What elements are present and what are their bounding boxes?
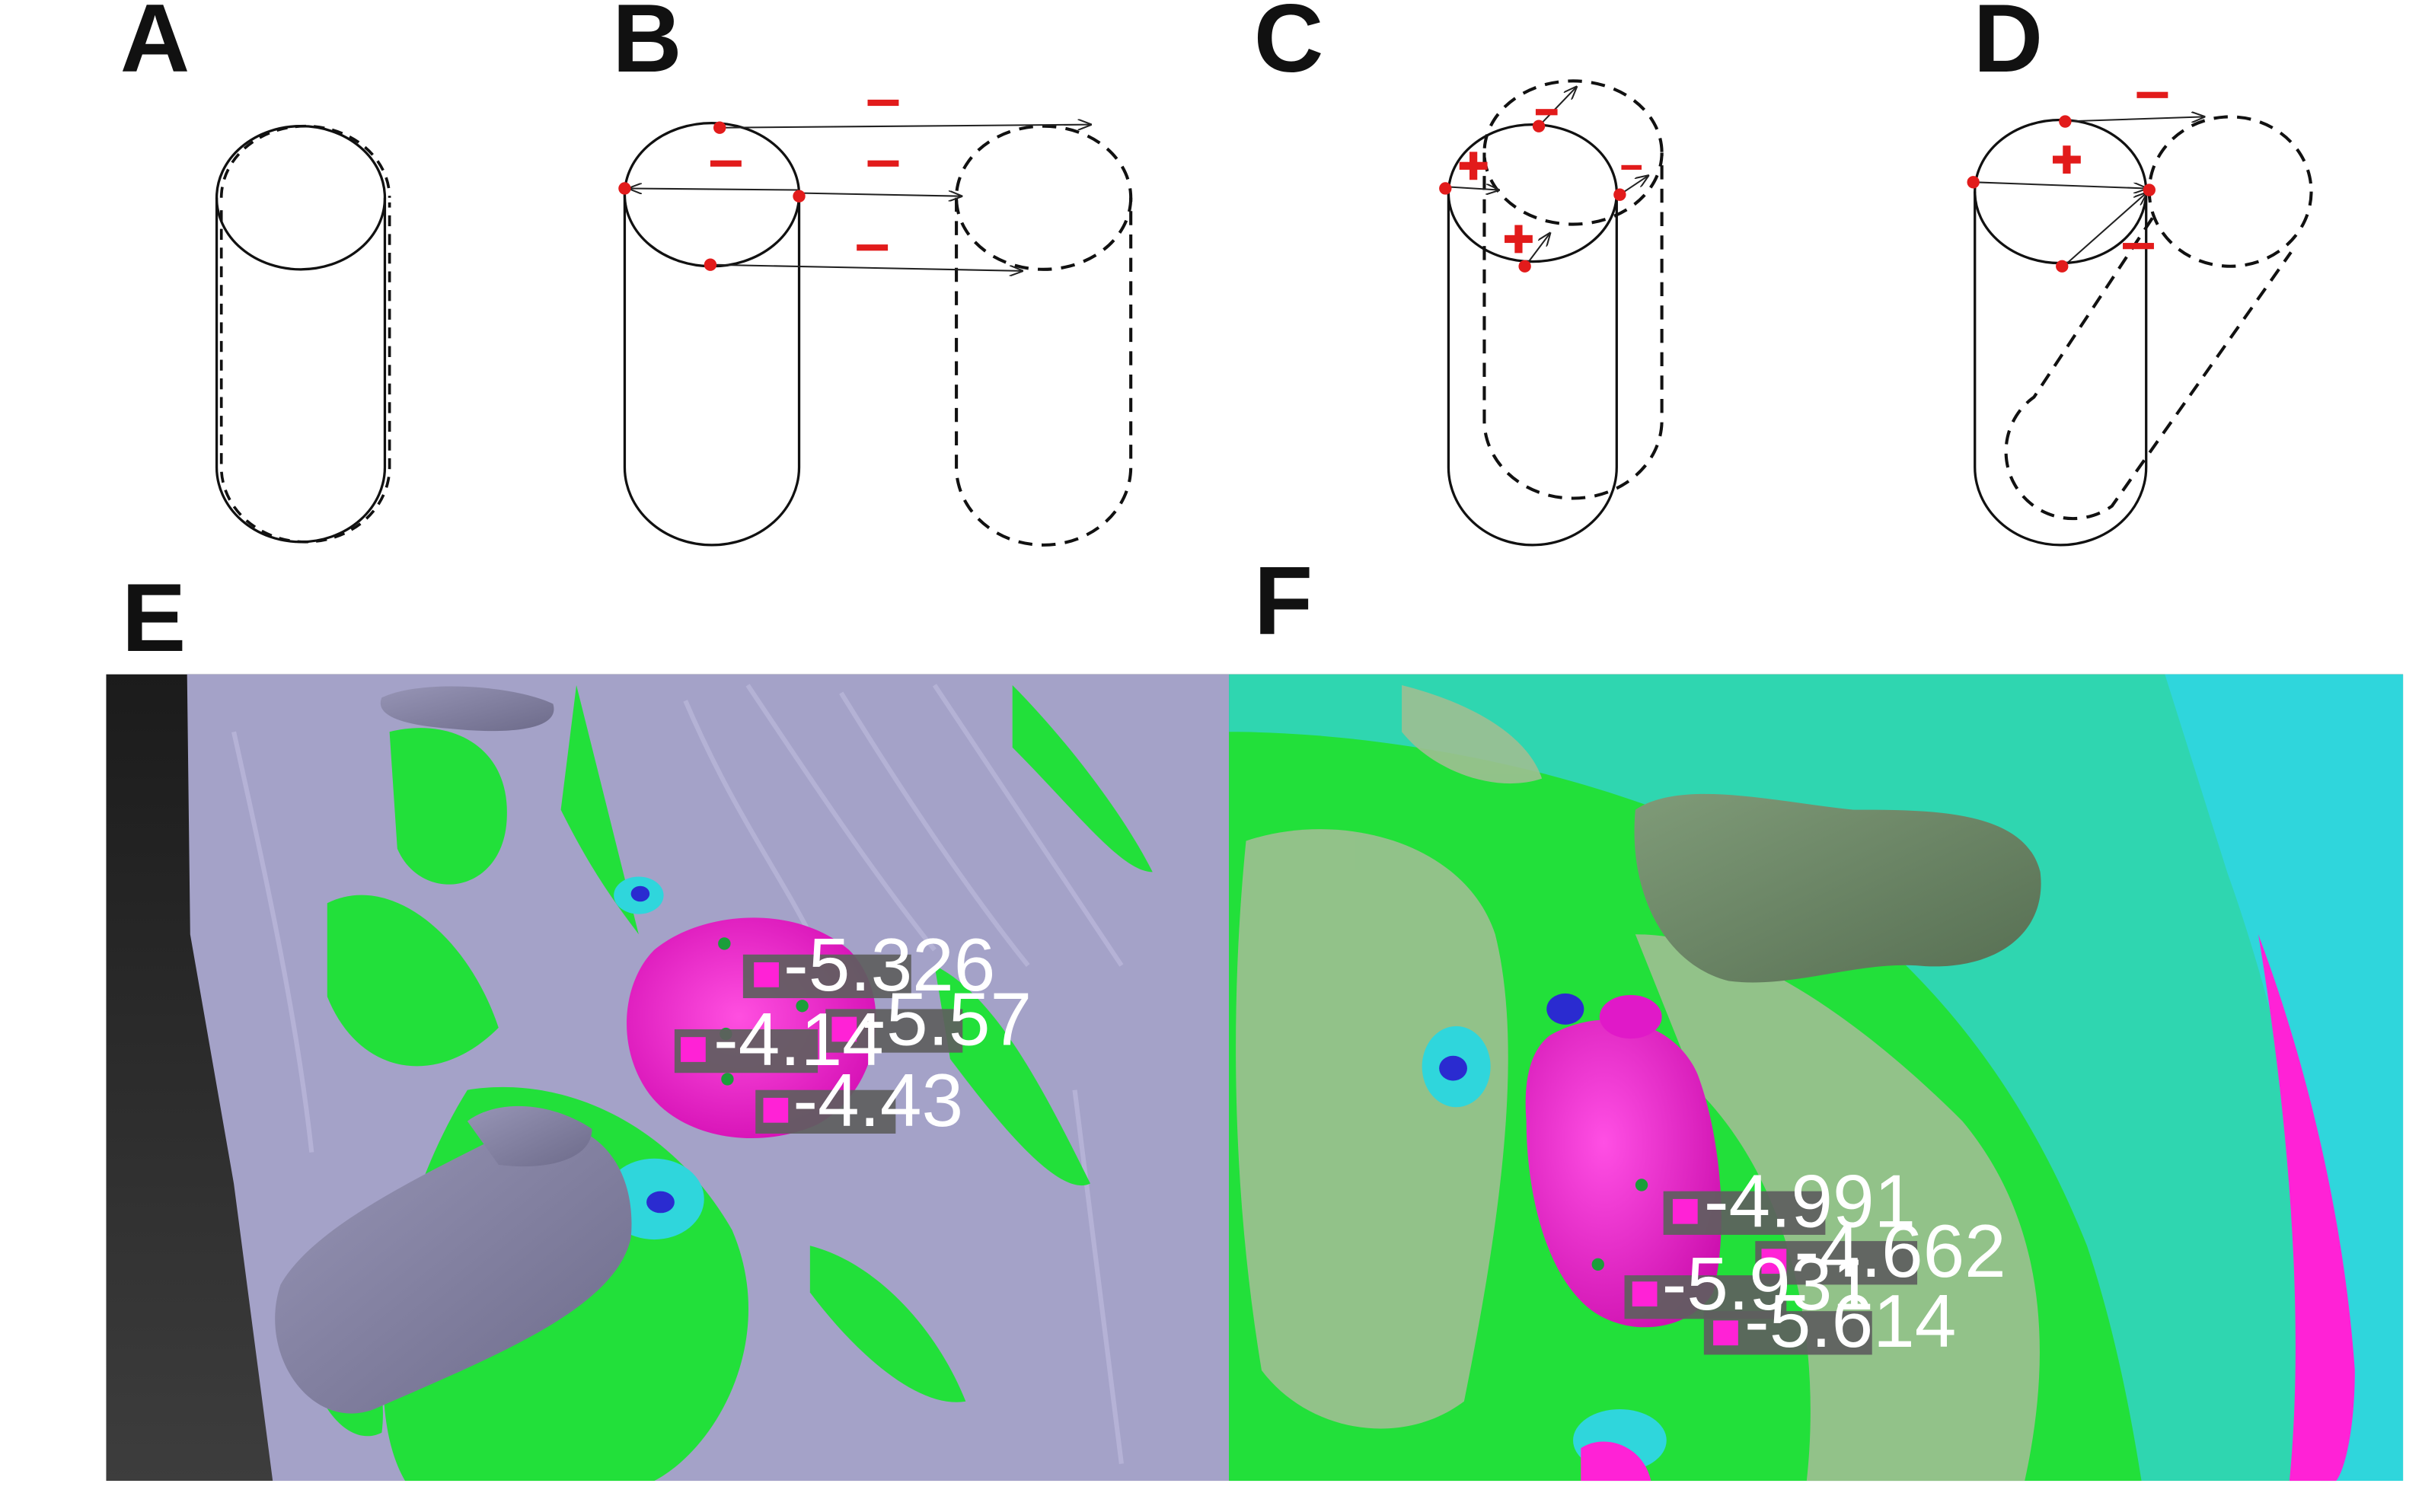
tooth-crown [1634,793,2041,983]
cylinder-planned [1482,79,1664,500]
panel-label-e: E [122,563,187,671]
measurement-value: -4.43 [793,1058,963,1142]
sample-points [1591,1179,1648,1271]
deviation-arrows [1448,88,1648,266]
panel-e-deviation-map: -5.326 -5.57 -4.14 -4.43 [106,674,1230,1482]
deviation-arrows [1974,116,2204,267]
measurement-value: -5.326 [783,923,995,1006]
blue-spots [1439,1055,1467,1081]
panel-a: A [120,0,391,544]
measurement-label-e3: -4.14 [674,997,884,1081]
reference-surface-regions [1236,684,2040,1482]
magenta-edge-band [1581,934,2355,1482]
measurement-label-e1: -5.326 [742,923,995,1006]
measurement-points [618,121,806,271]
cylinder-actual [623,121,801,547]
plus-signs [2052,145,2081,174]
panel-label-f: F [1254,546,1313,654]
panel-b: B [612,0,1133,547]
measurement-label-f4: -5.614 [1703,1279,1956,1363]
minus-signs [710,99,899,251]
cylinder-actual [1447,123,1618,547]
measurement-value: -4.662 [1794,1209,2006,1293]
tooth-crowns [275,686,632,1414]
measurement-value: -4.991 [1704,1160,1916,1243]
panel-label-a: A [120,0,190,92]
panel-c: C [1254,0,1664,547]
measurement-value: -5.614 [1744,1279,1956,1363]
cylinder-planned [219,124,391,544]
measurement-label-f1: -4.991 [1663,1160,1916,1243]
deviation-arrows [630,125,1090,271]
minus-signs [1535,109,1642,170]
measurement-value: -5.57 [861,977,1032,1061]
measurement-label-e4: -4.43 [755,1058,963,1142]
measurement-value: -4.14 [713,997,884,1081]
measurement-points [1439,120,1626,273]
cylinder-actual [215,125,387,544]
magenta-deviation-zone [1525,993,1722,1328]
panel-label-d: D [1974,0,2044,92]
plus-signs [1459,152,1533,254]
minus-signs [2123,91,2168,250]
surface-ridges [231,684,1124,1464]
cylinder-planned [955,124,1133,547]
panel-label-b: B [612,0,682,92]
cylinder-planned [2004,115,2313,521]
panel-f-deviation-map: -4.991 -4.662 -5.931 -5.614 [1229,674,2404,1482]
measurement-label-e2: -5.57 [825,977,1032,1061]
panel-label-c: C [1254,0,1324,92]
panel-d: D [1967,0,2313,547]
measurement-points [1967,115,2156,273]
blue-spots [630,885,675,1214]
